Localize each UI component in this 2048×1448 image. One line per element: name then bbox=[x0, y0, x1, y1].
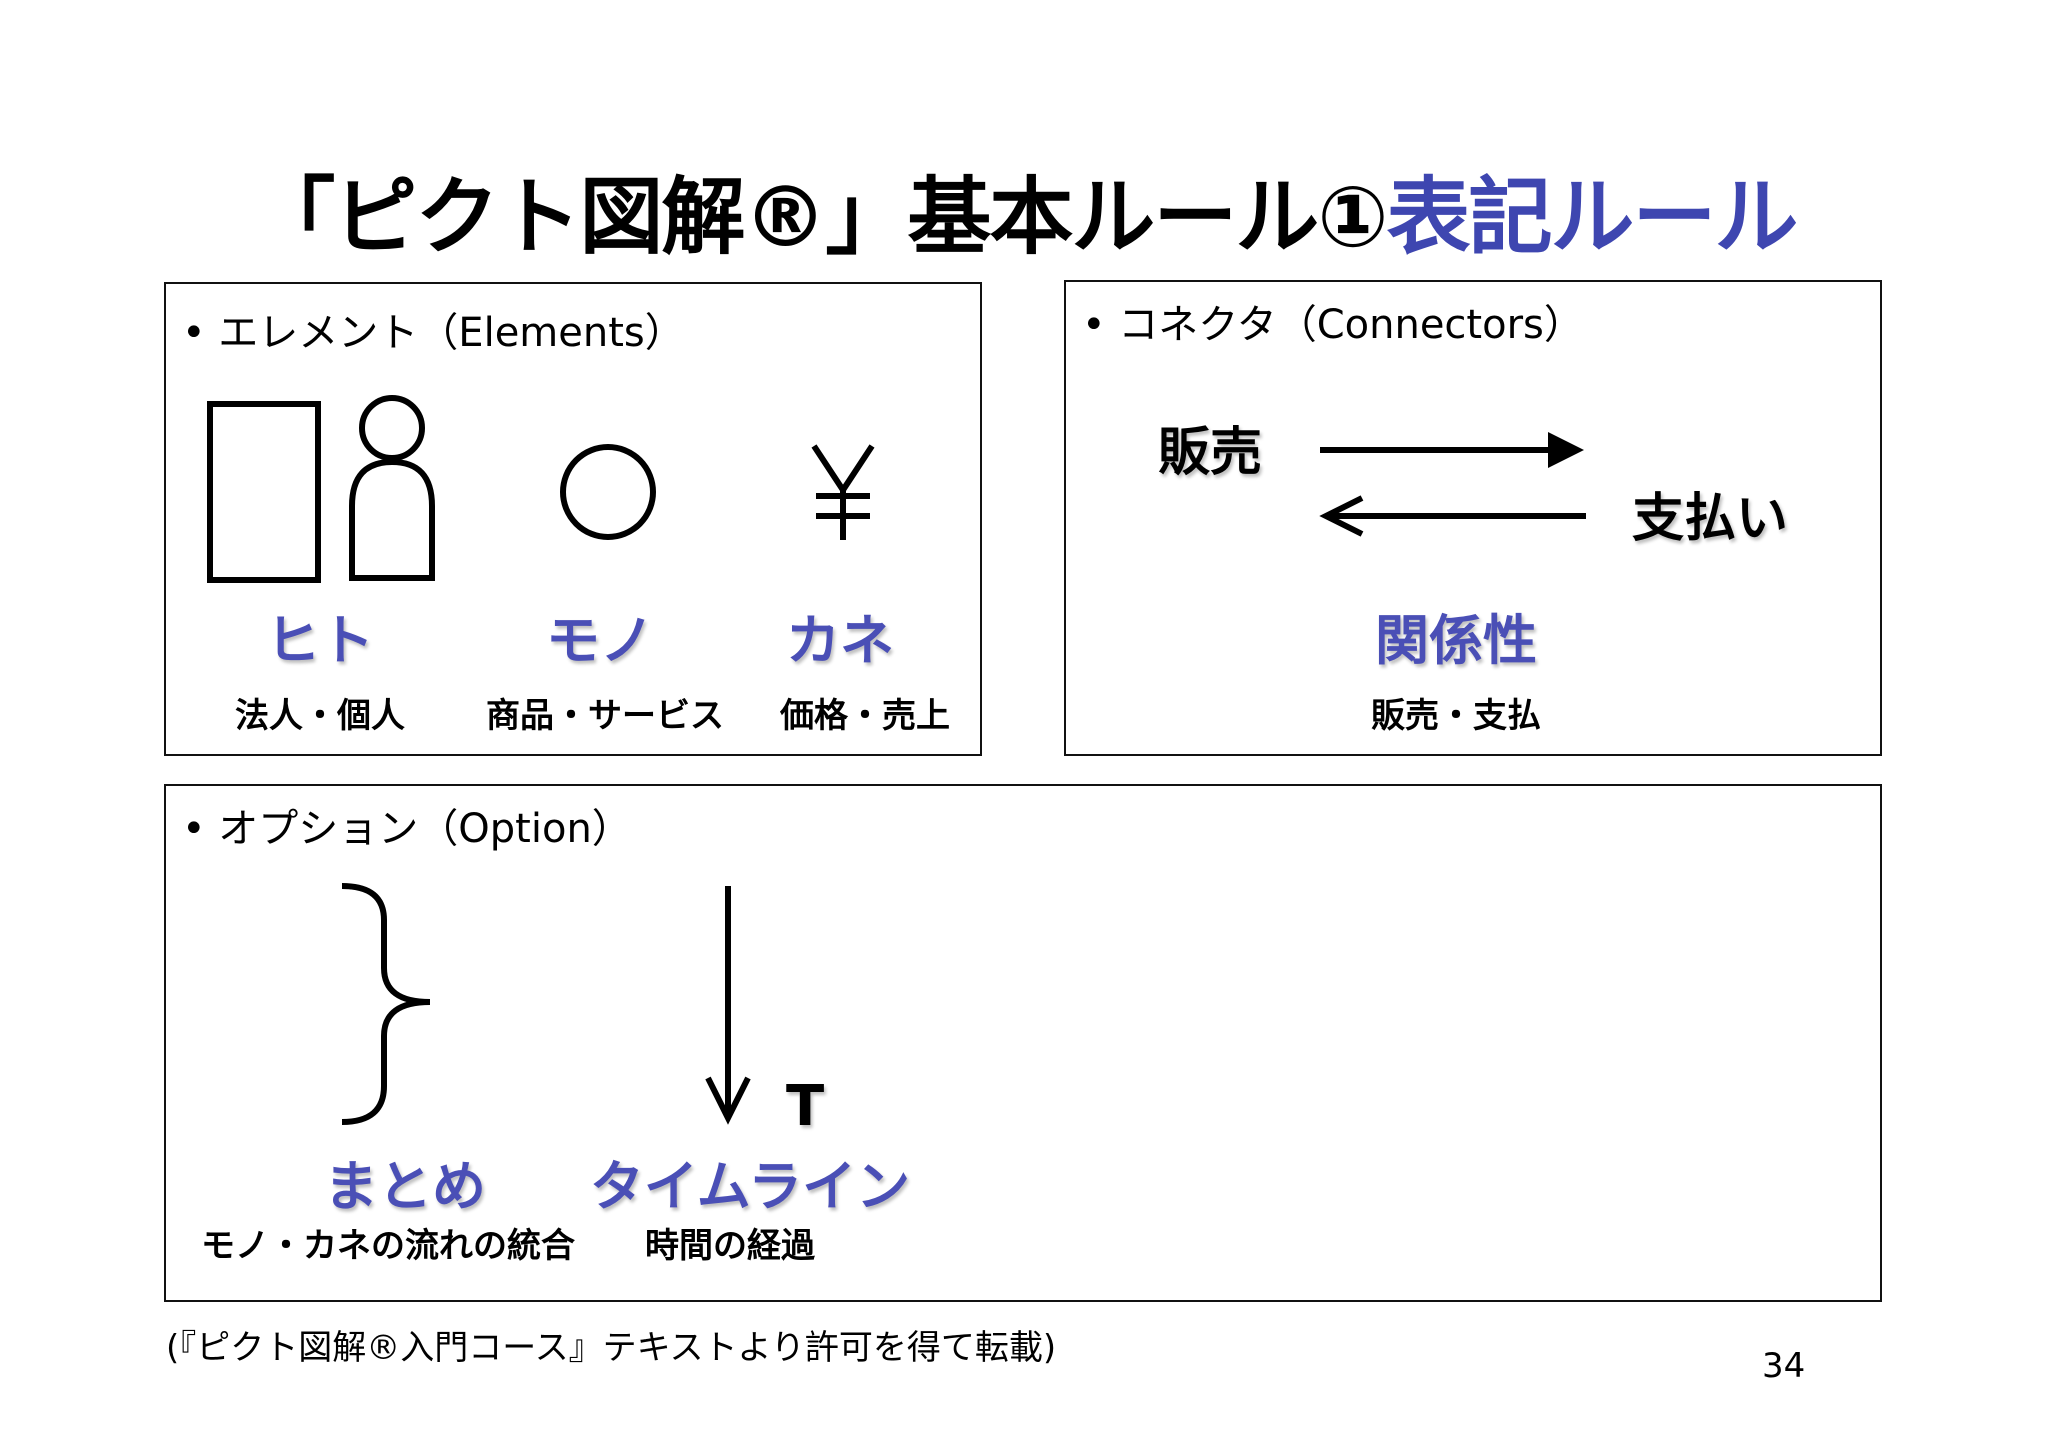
element-caption-kane: 価格・売上 bbox=[780, 696, 950, 736]
element-caption-hito: 法人・個人 bbox=[235, 696, 405, 736]
slide-title: 「ピクト図解®」基本ルール①表記ルール bbox=[0, 150, 2048, 271]
connector-word-sale: 販売 bbox=[1158, 423, 1263, 483]
page-number: 34 bbox=[1762, 1346, 1806, 1386]
element-label-hito: ヒト bbox=[266, 609, 374, 672]
title-main: 「ピクト図解®」基本ルール① bbox=[251, 168, 1388, 266]
down-arrow-icon bbox=[705, 886, 751, 1125]
yen-icon bbox=[811, 444, 875, 540]
elements-heading: • エレメント（Elements） bbox=[182, 310, 685, 356]
timeline-marker: T bbox=[786, 1074, 825, 1139]
element-label-kane: カネ bbox=[786, 609, 894, 672]
person-head-icon bbox=[359, 395, 425, 461]
option-caption-timeline: 時間の経過 bbox=[645, 1226, 815, 1266]
options-heading: • オプション（Option） bbox=[182, 806, 632, 852]
organization-rectangle-icon bbox=[207, 401, 321, 583]
circle-icon bbox=[560, 444, 656, 540]
connector-word-payment: 支払い bbox=[1632, 489, 1789, 549]
right-arrow-icon bbox=[1320, 432, 1584, 468]
connector-label: 関係性 bbox=[1375, 609, 1537, 672]
option-label-matome: まとめ bbox=[324, 1155, 486, 1218]
rectangle-and-person-icon bbox=[207, 395, 435, 583]
options-panel bbox=[164, 784, 1882, 1302]
element-label-mono: モノ bbox=[546, 609, 654, 672]
element-caption-mono: 商品・サービス bbox=[486, 696, 724, 736]
left-arrow-icon bbox=[1319, 495, 1586, 537]
connectors-heading: • コネクタ（Connectors） bbox=[1082, 302, 1584, 348]
source-note: (『ピクト図解®入門コース』テキストより許可を得て転載) bbox=[166, 1328, 1057, 1368]
title-accent: 表記ルール bbox=[1386, 168, 1799, 266]
connector-caption: 販売・支払 bbox=[1371, 696, 1541, 736]
option-caption-matome: モノ・カネの流れの統合 bbox=[201, 1226, 575, 1266]
person-body-icon bbox=[349, 458, 435, 581]
brace-icon bbox=[341, 883, 431, 1125]
option-label-timeline: タイムライン bbox=[589, 1155, 911, 1218]
